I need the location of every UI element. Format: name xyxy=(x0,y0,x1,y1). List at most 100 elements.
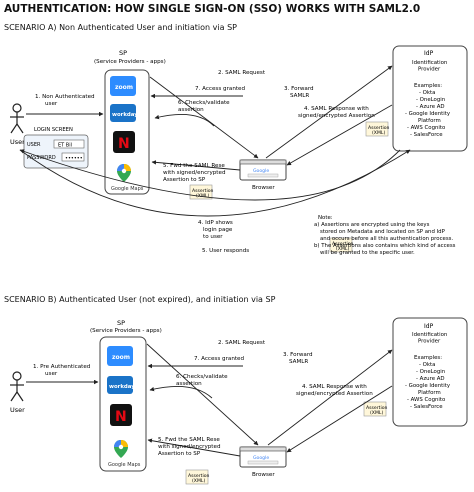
step-5-responds-label: 5. User responds xyxy=(202,248,249,254)
idp-examples-list: - Okta - OneLogin - Azure AD - Google Id… xyxy=(405,362,451,410)
browser-window: Google xyxy=(239,446,287,468)
idp-example: - OneLogin xyxy=(416,97,445,103)
svg-text:zoom: zoom xyxy=(115,84,133,91)
login-user-label: USER xyxy=(27,142,41,148)
sp-subtitle: (Service Providers - apps) xyxy=(94,59,166,65)
idp-title: IdP xyxy=(424,323,434,330)
user-icon xyxy=(10,103,24,134)
assertion-sub: (XML) xyxy=(196,193,209,199)
arrow-saml-request xyxy=(146,343,259,446)
note-line: and occurs before all this authenticatio… xyxy=(320,236,453,242)
arrow-checks-validate xyxy=(149,385,213,399)
note-line: Note: xyxy=(318,215,333,221)
assertion-sub: (XML) xyxy=(336,246,349,252)
step-7-label: 7. Access granted xyxy=(194,356,245,362)
arrow-fwd-saml-resp xyxy=(147,438,241,457)
step-2-label: 2. SAML Request xyxy=(218,340,266,346)
idp-examples-list: - Okta - OneLogin - Azure AD - Google Id… xyxy=(405,90,451,138)
login-password-field[interactable] xyxy=(61,152,85,162)
sp-title: SP xyxy=(117,319,125,327)
scenario-b-heading: SCENARIO B) Authenticated User (not expi… xyxy=(4,295,276,304)
svg-text:Google Maps: Google Maps xyxy=(108,462,141,468)
assertion-sub: (XML) xyxy=(370,410,383,416)
svg-text:workday: workday xyxy=(112,112,138,118)
arrow-fwd-saml-resp xyxy=(151,160,241,171)
sp-title: SP xyxy=(119,49,127,57)
note-line: b) The Assertions also contains which ki… xyxy=(314,243,456,249)
login-user-field[interactable] xyxy=(53,139,85,149)
arrow-saml-response xyxy=(286,385,393,453)
idp-example: - OneLogin xyxy=(416,369,445,375)
arrow-saml-request xyxy=(149,76,259,159)
idp-examples-label: Examples: xyxy=(414,355,442,361)
assertion-label: Assertion xyxy=(192,188,214,194)
idp-example: - AWS Cognito xyxy=(407,125,445,131)
svg-text:zoom: zoom xyxy=(112,354,130,361)
idp-example: - AWS Cognito xyxy=(407,397,445,403)
google-maps-app-icon[interactable]: Google Maps xyxy=(111,164,144,192)
idp-example: - Azure AD xyxy=(416,104,445,110)
zoom-app-icon[interactable]: zoom xyxy=(107,346,133,366)
note-line: a) Assertions are encrypted using the ke… xyxy=(314,222,430,228)
idp-example: - Okta xyxy=(419,362,435,368)
login-password-value: •••••• xyxy=(65,156,83,162)
user-label: User xyxy=(10,138,25,146)
step-7-label: 7. Access granted xyxy=(195,86,246,92)
idp-box xyxy=(392,317,468,427)
assertion-label: Assertion xyxy=(188,473,210,479)
note-line: stored on Metadata and located on SP and… xyxy=(320,229,446,235)
assertion-sub: (XML) xyxy=(372,130,385,136)
arrow-saml-response xyxy=(286,104,393,166)
note-line: will be granted to the specific user. xyxy=(320,250,415,256)
netflix-app-icon[interactable]: N xyxy=(110,404,132,426)
idp-title: IdP xyxy=(424,50,434,57)
idp-example: - SalesForce xyxy=(410,132,443,138)
idp-example: Platform xyxy=(418,118,441,124)
step-2-label: 2. SAML Request xyxy=(218,70,266,76)
scenario-a-heading: SCENARIO A) Non Authenticated User and i… xyxy=(4,23,237,32)
zoom-app-icon[interactable]: zoom xyxy=(110,76,136,96)
browser-window: Google xyxy=(239,159,287,181)
assertion-sub: (XML) xyxy=(192,478,205,484)
assertion-note-1: Assertion (XML) xyxy=(363,401,388,417)
browser-mini-logo: Google xyxy=(253,168,269,174)
idp-example: - Google Identity xyxy=(405,111,451,117)
google-maps-app-icon[interactable]: Google Maps xyxy=(108,440,141,468)
netflix-app-icon[interactable]: N xyxy=(113,131,135,153)
assertion-label: Assertion xyxy=(366,405,388,411)
svg-text:N: N xyxy=(118,136,130,152)
page-title: AUTHENTICATION: HOW SINGLE SIGN-ON (SSO)… xyxy=(4,3,420,15)
arrow-forward-samlr xyxy=(265,65,393,159)
assertion-note-3: Assertion (XML) xyxy=(329,237,354,253)
arrow-user-responds xyxy=(19,149,411,217)
user-icon xyxy=(10,371,24,402)
idp-example: - Google Identity xyxy=(405,383,451,389)
workday-app-icon[interactable]: workday xyxy=(110,104,138,122)
svg-text:Google Maps: Google Maps xyxy=(111,186,144,192)
user-label: User xyxy=(10,406,25,414)
browser-mini-logo: Google xyxy=(253,455,269,461)
svg-text:workday: workday xyxy=(109,384,135,390)
arrow-checks-validate xyxy=(154,113,215,127)
browser-label: Browser xyxy=(252,185,275,191)
sp-subtitle: (Service Providers - apps) xyxy=(90,328,162,334)
assertion-label: Assertion xyxy=(332,241,354,247)
idp-example: - SalesForce xyxy=(410,404,443,410)
assertion-note-1: Assertion (XML) xyxy=(365,121,390,137)
idp-example: Platform xyxy=(418,390,441,396)
login-screen: LOGIN SCREEN USER ET Bil PASSWORD •••••• xyxy=(23,127,89,169)
login-title: LOGIN SCREEN xyxy=(34,127,73,133)
browser-label: Browser xyxy=(252,472,275,478)
scenario-a: SCENARIO A) Non Authenticated User and i… xyxy=(4,23,468,256)
workday-app-icon[interactable]: workday xyxy=(107,376,135,394)
